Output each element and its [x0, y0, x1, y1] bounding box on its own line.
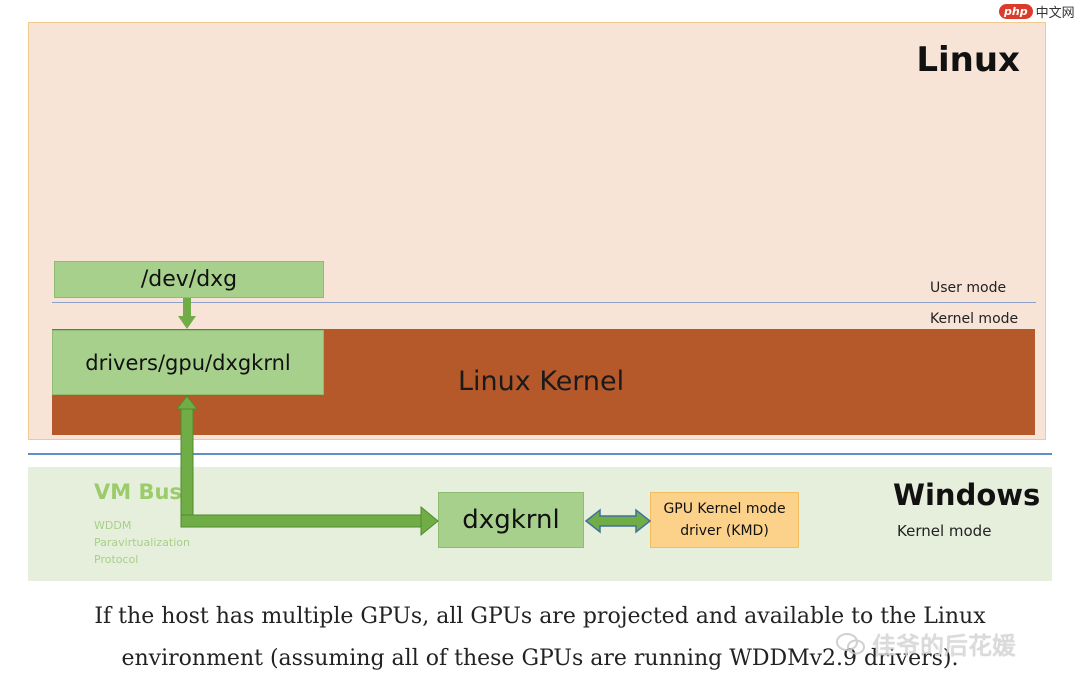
- linux-kernel-mode-label: Kernel mode: [930, 311, 1019, 327]
- dev-dxg-label: /dev/dxg: [140, 267, 238, 292]
- dxgkrnl-kmd-double-arrow: [584, 508, 652, 534]
- linux-title: Linux: [916, 40, 1020, 80]
- windows-kernel-mode-label: Kernel mode: [897, 522, 992, 540]
- caption-line-1: If the host has multiple GPUs, all GPUs …: [94, 604, 986, 629]
- php-logo-text: 中文网: [1035, 6, 1075, 21]
- gpu-kmd-box: GPU Kernel mode driver (KMD): [650, 492, 799, 548]
- drivers-dxgkrnl-label: drivers/gpu/dxgkrnl: [85, 350, 291, 375]
- wechat-watermark: 佳爷的后花媛: [836, 626, 1016, 661]
- vm-separator-line: [28, 453, 1052, 455]
- dev-dxg-box: /dev/dxg: [54, 261, 324, 298]
- vmbus-path-arrow: [175, 395, 439, 537]
- drivers-dxgkrnl-box: drivers/gpu/dxgkrnl: [52, 330, 324, 395]
- dev-to-driver-arrow: [178, 298, 196, 329]
- kmd-label-line2: driver (KMD): [680, 523, 769, 539]
- linux-kernel-label: Linux Kernel: [458, 366, 625, 397]
- vm-bus-sub-line: Protocol: [94, 553, 139, 566]
- kmd-label-line1: GPU Kernel mode: [663, 501, 786, 517]
- dxgkrnl-label: dxgkrnl: [462, 505, 560, 535]
- dxgkrnl-box: dxgkrnl: [438, 492, 584, 548]
- windows-title: Windows: [893, 478, 1041, 512]
- php-watermark: php 中文网: [999, 2, 1075, 21]
- vm-bus-subtitle: WDDM Paravirtualization Protocol: [94, 517, 190, 568]
- wechat-icon: [836, 632, 865, 654]
- php-logo-badge: php: [999, 4, 1033, 19]
- vm-bus-sub-line: WDDM: [94, 519, 132, 532]
- vm-bus-title: VM Bus: [94, 480, 182, 504]
- wechat-watermark-text: 佳爷的后花媛: [872, 632, 1016, 660]
- vm-bus-sub-line: Paravirtualization: [94, 536, 190, 549]
- user-mode-label: User mode: [930, 280, 1007, 296]
- user-kernel-divider: [52, 302, 1036, 303]
- caption-line-2: environment (assuming all of these GPUs …: [121, 646, 959, 671]
